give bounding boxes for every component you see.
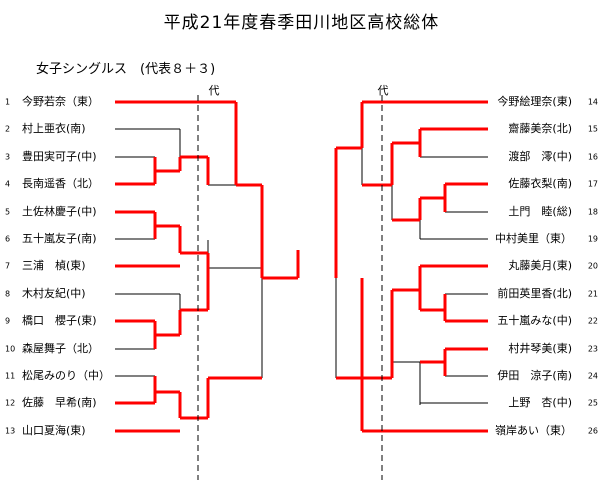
player-name: 丸藤美月(東)	[508, 259, 572, 272]
player-number: 19	[588, 235, 598, 244]
representative-mark: 代	[378, 84, 389, 97]
player-number: 12	[5, 399, 15, 408]
player-name: 齋藤美奈(北)	[508, 121, 572, 135]
player-name: 中村美里（東）	[495, 231, 572, 245]
bracket-lines	[115, 128, 488, 405]
player-number: 24	[588, 372, 598, 381]
player-number: 9	[5, 317, 10, 326]
player-number: 23	[588, 345, 598, 354]
player-number: 17	[588, 180, 598, 189]
bracket-winner-lines	[115, 100, 488, 433]
player-name: 上野 杏(中)	[508, 396, 572, 409]
representative-cutoff-lines	[197, 95, 383, 480]
player-name: 前田英里香(北)	[497, 286, 572, 300]
player-number: 25	[588, 399, 598, 408]
player-labels: 1 今野若奈（東） 2 村上亜衣(南) 3 豊田実可子(中) 4 長南遥香（北） 5 土佐林慶子(…	[5, 84, 598, 437]
player-name: 渡部 澪(中)	[508, 149, 572, 163]
player-name: 伊田 涼子(南)	[497, 368, 572, 382]
player-name: 五十嵐友子(南)	[22, 231, 97, 245]
player-number: 1	[5, 98, 10, 107]
player-name: 今野絵理奈(東)	[497, 94, 572, 108]
player-number: 5	[5, 208, 10, 217]
event-subtitle: 女子シングルス (代表８＋３)	[36, 62, 216, 77]
player-name: 嶺岸あい（東）	[495, 424, 572, 437]
player-name: 村井琴美(東)	[508, 341, 572, 355]
player-number: 22	[588, 317, 598, 326]
player-name: 松尾みのり（中）	[22, 368, 110, 382]
player-name: 佐藤衣梨(南)	[508, 176, 572, 190]
player-number: 21	[588, 290, 598, 299]
player-number: 4	[5, 180, 10, 189]
player-number: 13	[5, 427, 15, 436]
player-number: 6	[5, 235, 10, 244]
player-name: 森屋舞子（北）	[22, 341, 99, 355]
player-name: 木村友紀(中)	[22, 286, 86, 300]
player-name: 三浦 楨(東)	[22, 258, 86, 272]
player-number: 20	[588, 262, 598, 271]
player-name: 豊田実可子(中)	[22, 149, 97, 163]
player-name: 今野若奈（東）	[22, 94, 99, 108]
player-name: 橋口 櫻子(東)	[22, 313, 97, 327]
player-number: 10	[5, 345, 15, 354]
player-name: 土門 睦(総)	[508, 204, 572, 218]
player-number: 3	[5, 153, 10, 162]
player-name: 山口夏海(東)	[22, 423, 86, 437]
representative-mark: 代	[209, 84, 220, 97]
player-number: 14	[588, 98, 598, 107]
player-name: 五十嵐みな(中)	[497, 313, 572, 327]
player-name: 長南遥香（北）	[22, 177, 99, 190]
player-number: 7	[5, 262, 10, 271]
page-title: 平成21年度春季田川地区高校総体	[163, 13, 440, 33]
player-number: 11	[5, 372, 15, 381]
player-number: 2	[5, 125, 10, 134]
player-number: 8	[5, 290, 10, 299]
player-number: 18	[588, 208, 598, 217]
player-name: 村上亜衣(南)	[22, 121, 86, 135]
player-number: 26	[588, 427, 598, 436]
player-name: 土佐林慶子(中)	[22, 204, 97, 218]
player-name: 佐藤 早希(南)	[22, 395, 97, 409]
player-number: 15	[588, 125, 598, 134]
player-number: 16	[588, 153, 598, 162]
